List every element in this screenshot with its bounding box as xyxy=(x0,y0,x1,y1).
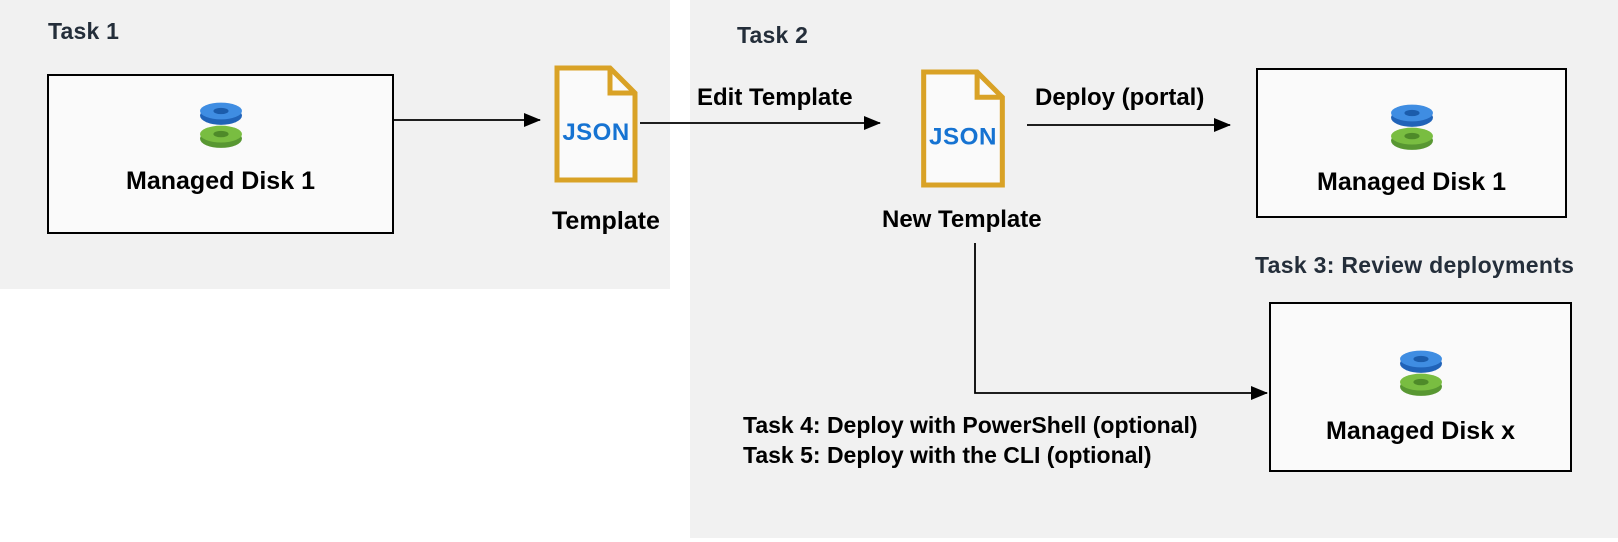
deploy-portal-label: Deploy (portal) xyxy=(1035,84,1205,111)
json-icon-text: JSON xyxy=(562,119,629,146)
task4-label: Task 4: Deploy with PowerShell (optional… xyxy=(743,412,1198,438)
managed-disk-icon xyxy=(1399,350,1442,396)
managed-disk-1-source-box: Managed Disk 1 xyxy=(47,74,394,234)
template-label: Template xyxy=(552,207,660,235)
deployed-managed-disk-1-box: Managed Disk 1 xyxy=(1256,68,1567,218)
new-template-label: New Template xyxy=(882,206,1042,233)
new-template-json-icon: JSON xyxy=(921,69,1005,188)
task2-heading: Task 2 xyxy=(737,22,809,48)
managed-disk-1-label: Managed Disk 1 xyxy=(1317,168,1506,196)
json-icon-text: JSON xyxy=(929,124,997,151)
task5-label: Task 5: Deploy with the CLI (optional) xyxy=(743,442,1152,468)
task1-heading: Task 1 xyxy=(48,18,120,44)
managed-disk-icon xyxy=(1390,104,1433,150)
managed-disk-icon xyxy=(199,102,242,148)
managed-disk-x-label: Managed Disk x xyxy=(1326,417,1515,445)
json-template-icon: JSON xyxy=(554,65,638,183)
managed-disk-1-label: Managed Disk 1 xyxy=(126,167,315,195)
task3-label: Task 3: Review deployments xyxy=(1255,252,1575,278)
edit-template-label: Edit Template xyxy=(697,84,853,111)
managed-disk-x-box: Managed Disk x xyxy=(1269,302,1572,472)
